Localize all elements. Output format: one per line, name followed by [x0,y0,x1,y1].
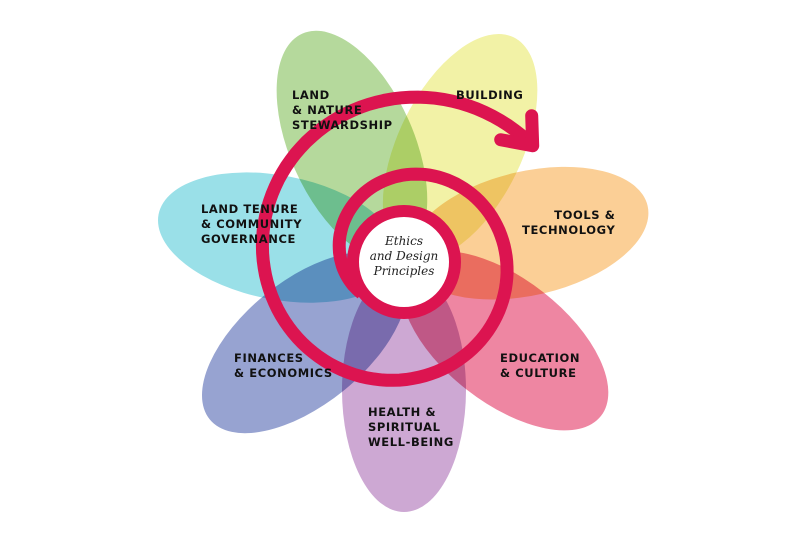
petal-label-finances: FINANCES & ECONOMICS [234,351,333,380]
center-label: Ethics and Design Principles [369,234,439,278]
arrow-head-icon [494,109,540,153]
petal-label-building: BUILDING [456,88,524,102]
petal-label-education: EDUCATION & CULTURE [500,351,581,380]
petal-label-tools: TOOLS & TECHNOLOGY [522,208,616,237]
petal-label-land-nature: LAND & NATURE STEWARDSHIP [292,88,393,132]
petal [401,251,609,431]
center-circle [347,205,461,319]
petal-label-land-tenure: LAND TENURE & COMMUNITY GOVERNANCE [201,202,303,246]
petal-label-health: HEALTH & SPIRITUAL WELL-BEING [368,405,454,449]
spiral-arrow [255,90,533,387]
